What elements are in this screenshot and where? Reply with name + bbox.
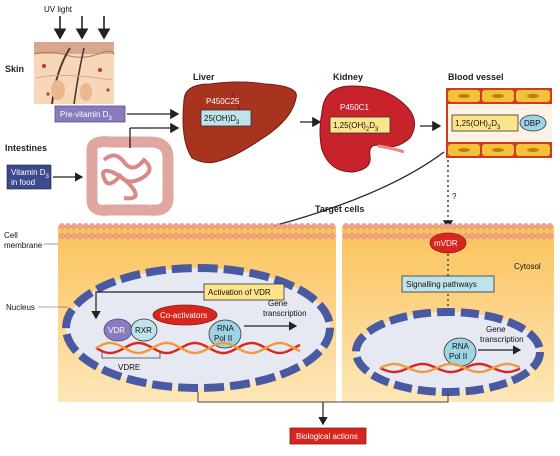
signalling-pathways-label: Signalling pathways	[406, 280, 477, 289]
signalling-pathways-box	[401, 275, 495, 293]
biological-actions-label: Biological actions	[296, 432, 358, 441]
kidney-label: Kidney	[333, 72, 363, 82]
dbp-badge	[519, 114, 547, 132]
blood-1-25-oh2-d3-box	[451, 114, 519, 132]
p450c25-label: P450C25	[206, 97, 240, 106]
blood-1-25-oh2-d3-label: 1,25(OH)2D3	[455, 119, 501, 131]
kidney-1-25-oh2-d3-label: 1,25(OH)2D3	[333, 121, 379, 133]
cell-membrane-label-2: membrane	[4, 241, 43, 250]
blood-vessel-section: Blood vessel 1,25(OH)2D3 DBP	[446, 72, 552, 158]
blood-vessel-label: Blood vessel	[448, 72, 504, 82]
intestines-label: Intestines	[5, 143, 47, 153]
arrow-activation-to-vdr	[91, 291, 204, 320]
rna-pol-ii-right-2: Pol II	[449, 352, 467, 361]
gene-transcription-left-1: Gene	[268, 299, 288, 308]
rna-pol-ii-left-2: Pol II	[214, 334, 232, 343]
cytosol-label: Cytosol	[514, 262, 541, 271]
gene-transcription-right-1: Gene	[486, 325, 506, 334]
vdre-bracket	[101, 352, 161, 359]
co-activators-badge	[152, 304, 218, 326]
vdre-label: VDRE	[118, 363, 140, 372]
dna-helix-left	[95, 341, 301, 355]
vitamin-d3-food-label-1: Vitamin D3	[11, 168, 50, 180]
target-cells-label: Target cells	[315, 204, 364, 214]
cell-membrane-right	[343, 223, 553, 239]
kidney-section: Kidney P450C1 1,25(OH)2D3	[319, 72, 415, 173]
nucleus-left: Activation of VDR Co-activators VDR RXR …	[62, 264, 334, 392]
25-oh-d3-label: 25(OH)D3	[204, 114, 240, 126]
kidney-1-25-oh2-d3-box	[329, 116, 391, 134]
dbp-label: DBP	[524, 119, 540, 128]
biological-actions-box	[289, 427, 367, 445]
vdr-label: VDR	[108, 326, 125, 335]
question-mark-label: ?	[452, 192, 457, 201]
rna-pol-ii-left-1: RNA	[217, 324, 235, 333]
rna-pol-ii-badge-left	[208, 319, 242, 349]
p450c1-label: P450C1	[340, 103, 369, 112]
mvdr-label: mVDR	[434, 239, 458, 248]
25-oh-d3-box	[200, 109, 252, 127]
mvdr-badge	[429, 232, 467, 254]
pre-vitamin-d3-box	[54, 105, 126, 123]
nucleus-label: Nucleus	[6, 303, 35, 312]
vitamin-d3-food-label-2: in food	[11, 178, 35, 187]
rna-pol-ii-right-1: RNA	[452, 342, 470, 351]
activation-vdr-label: Activation of VDR	[208, 288, 271, 297]
gene-transcription-right-2: transcription	[480, 335, 524, 344]
skin-illustration	[33, 42, 115, 105]
intestines-illustration	[86, 136, 174, 216]
skin-section: UV light Skin Pre-vitamin D3	[5, 5, 126, 123]
liver-label: Liver	[193, 72, 215, 82]
vitamin-d3-food-box	[6, 164, 52, 190]
cell-membrane-label-1: Cell	[4, 231, 18, 240]
intestines-section: Intestines Vitamin D3 in food	[5, 122, 180, 216]
skin-label: Skin	[5, 64, 24, 74]
rxr-label: RXR	[135, 326, 152, 335]
gene-transcription-left-2: transcription	[263, 309, 307, 318]
uv-light-label: UV light	[44, 5, 73, 14]
rxr-badge	[130, 318, 158, 342]
dna-helix-right	[379, 362, 521, 374]
liver-section: Liver P450C25 25(OH)D3	[182, 72, 297, 164]
co-activators-label: Co-activators	[160, 311, 207, 320]
pre-vitamin-d3-label: Pre-vitamin D3	[60, 110, 112, 122]
cell-membrane-left	[59, 223, 335, 239]
